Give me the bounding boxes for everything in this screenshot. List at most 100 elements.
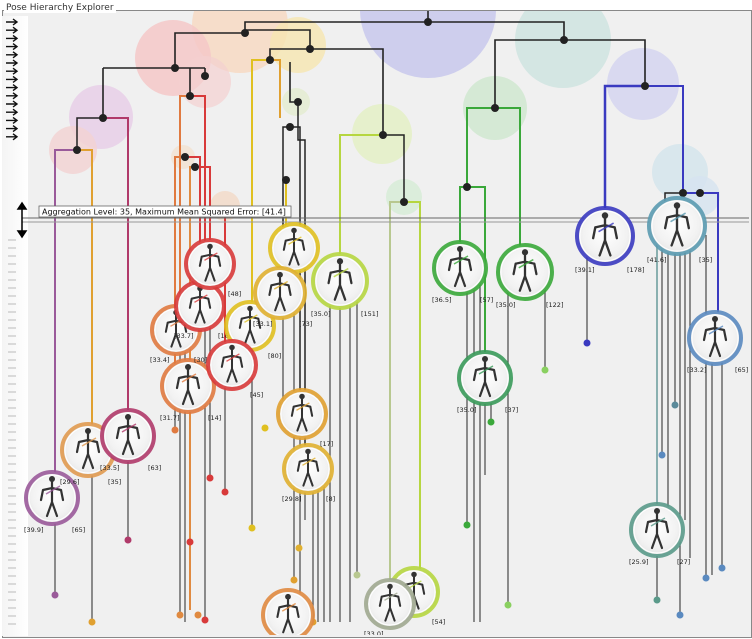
leaf-dot[interactable] <box>658 451 666 459</box>
tree-link <box>179 95 190 330</box>
branch-junction[interactable] <box>379 131 387 139</box>
branch-junction[interactable] <box>171 64 179 72</box>
pose-figure <box>327 263 353 301</box>
branch-junction[interactable] <box>282 176 290 184</box>
node-error-label: [35.0] <box>496 301 516 309</box>
pose-head <box>125 414 131 420</box>
branch-junction[interactable] <box>491 104 499 112</box>
leaf-dot[interactable] <box>353 571 361 579</box>
leaf-dot[interactable] <box>206 474 214 482</box>
pose-limb-highlight <box>281 602 297 612</box>
node-count-label: [16] <box>218 332 231 340</box>
ruler-arrow-icon <box>6 51 19 59</box>
leaf-dot[interactable] <box>290 576 298 584</box>
pose-cluster-node[interactable]: [45] <box>206 339 263 399</box>
pose-limb-highlight <box>333 267 349 278</box>
leaf-dot[interactable] <box>171 426 179 434</box>
pose-head <box>285 593 291 600</box>
branch-junction[interactable] <box>424 18 432 26</box>
branch-junction[interactable] <box>294 98 302 106</box>
tree-link <box>190 95 206 262</box>
branch-junction[interactable] <box>679 189 687 197</box>
leaf-dot[interactable] <box>221 488 229 496</box>
leaf-dot[interactable] <box>718 564 726 572</box>
leaf-dot[interactable] <box>504 601 512 609</box>
branch-junction[interactable] <box>400 198 408 206</box>
pose-cluster-node[interactable]: [31.7][14] <box>160 358 221 422</box>
branch-junction[interactable] <box>99 114 107 122</box>
leaf-dot[interactable] <box>248 524 256 532</box>
branch-junction[interactable] <box>560 36 568 44</box>
pose-cluster-node[interactable]: [36.5][57] <box>432 240 493 304</box>
leaf-dot[interactable] <box>88 618 96 626</box>
branch-junction[interactable] <box>306 45 314 53</box>
branch-junction[interactable] <box>641 82 649 90</box>
pose-figure <box>290 398 314 432</box>
branch-junction[interactable] <box>286 123 294 131</box>
aggregation-level-box <box>38 205 292 218</box>
branch-junction[interactable] <box>181 153 189 161</box>
pose-cluster-node[interactable]: [33.7][16] <box>174 280 231 340</box>
pose-figure <box>188 290 212 324</box>
pose-cluster-node[interactable]: [48] <box>184 238 241 298</box>
leaf-dot[interactable] <box>653 596 661 604</box>
pose-cluster-node[interactable]: [39.9][65] <box>24 470 85 534</box>
node-count-label: [27] <box>677 558 690 566</box>
pose-cluster-node[interactable] <box>261 588 315 639</box>
pose-figure <box>591 217 619 257</box>
leaf-dot[interactable] <box>295 544 303 552</box>
leaf-dot[interactable] <box>487 418 495 426</box>
pose-cluster-node[interactable]: [33.2][65] <box>687 310 748 374</box>
leaf-dot[interactable] <box>676 611 684 619</box>
pose-cluster-node[interactable]: [33.5][63] <box>100 408 161 472</box>
node-count-label: [35] <box>108 478 121 486</box>
branch-junction[interactable] <box>241 29 249 37</box>
cluster-bubble <box>270 17 326 73</box>
pose-cluster-node[interactable]: [41.6][35] <box>647 196 712 264</box>
aggregation-level-label: Aggregation Level: 35, Maximum Mean Squa… <box>42 208 286 217</box>
pose-cluster-node[interactable]: [29.8][8] <box>282 443 335 503</box>
leaf-dot[interactable] <box>541 366 549 374</box>
pose-cluster-node[interactable]: [35.7][80] <box>224 300 281 360</box>
branch-junction[interactable] <box>191 163 199 171</box>
leaf-dot[interactable] <box>176 611 184 619</box>
leaf-dot[interactable] <box>583 339 591 347</box>
branch-junction[interactable] <box>463 183 471 191</box>
branch-junction[interactable] <box>73 146 81 154</box>
branch-junction[interactable] <box>266 56 274 64</box>
node-count-label: [73] <box>299 320 312 328</box>
leaf-dot[interactable] <box>671 401 679 409</box>
ruler-arrow-icon <box>6 75 19 83</box>
leaf-dot[interactable] <box>201 616 209 624</box>
leaf-dot[interactable] <box>702 574 710 582</box>
pose-cluster-node[interactable]: [33.0] <box>364 578 416 638</box>
pose-head <box>291 227 297 234</box>
branch-junction[interactable] <box>696 189 704 197</box>
leaf-dot[interactable] <box>194 611 202 619</box>
branch-junction[interactable] <box>186 92 194 100</box>
pose-cluster-node[interactable]: [35.0][122] <box>496 243 563 309</box>
node-count-label: [30] <box>194 356 207 364</box>
leaf-dot[interactable] <box>186 538 194 546</box>
level-drag-handle-icon[interactable] <box>16 201 28 239</box>
pose-limb-highlight <box>670 212 687 223</box>
node-error-label: [36.5] <box>432 296 452 304</box>
leaf-dot[interactable] <box>124 536 132 544</box>
leaf-dot[interactable] <box>51 591 59 599</box>
pose-cluster-node[interactable]: [39.1][178] <box>575 206 644 274</box>
leaf-dot[interactable] <box>463 521 471 529</box>
branch-junction[interactable] <box>201 72 209 80</box>
pose-cluster-node[interactable]: [35.0][151] <box>311 252 378 318</box>
pose-cluster-node[interactable] <box>268 222 320 274</box>
ruler-arrow-icon <box>6 108 19 116</box>
pose-cluster-node[interactable]: [33.1][73] <box>253 266 312 328</box>
pose-cluster-node[interactable]: [17] <box>276 388 333 448</box>
node-error-label: [41.6] <box>647 256 667 264</box>
node-error-label: [35.0] <box>457 406 477 414</box>
pose-cluster-node[interactable]: [35.0][37] <box>457 350 518 414</box>
leaf-dot[interactable] <box>261 424 269 432</box>
pose-figure <box>220 349 244 383</box>
pose-cluster-node[interactable]: [25.9][27] <box>629 502 690 566</box>
